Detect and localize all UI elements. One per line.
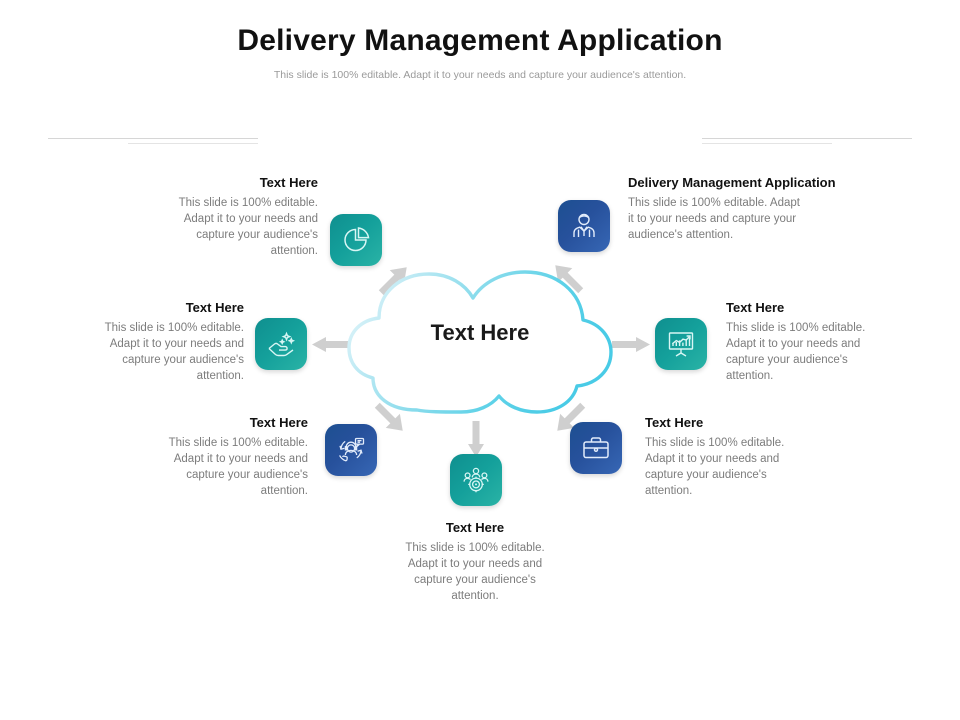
icon-tile-middle-right[interactable] bbox=[655, 318, 707, 370]
body-bottom-left: This slide is 100% editable. Adapt it to… bbox=[168, 437, 308, 497]
arrow-to-bottom-right bbox=[548, 396, 592, 440]
center-cloud-label: Text Here bbox=[430, 320, 530, 345]
body-top-right: This slide is 100% editable. Adapt it to… bbox=[628, 197, 800, 241]
page-subtitle: This slide is 100% editable. Adapt it to… bbox=[273, 69, 687, 81]
divider-right-short bbox=[702, 143, 832, 144]
growth-chart-board-icon bbox=[666, 329, 696, 359]
center-cloud: Text Here bbox=[345, 262, 615, 422]
body-bottom-right: This slide is 100% editable. Adapt it to… bbox=[645, 437, 785, 497]
team-target-icon bbox=[461, 465, 491, 495]
text-block-bottom-center: Text Here This slide is 100% editable. A… bbox=[400, 520, 550, 604]
heading-top-left: Text Here bbox=[259, 175, 318, 190]
subtitle-row: This slide is 100% editable. Adapt it to… bbox=[0, 66, 960, 144]
pie-chart-icon bbox=[341, 225, 371, 255]
heading-top-right: Delivery Management Application bbox=[628, 175, 836, 190]
heading-middle-right: Text Here bbox=[726, 300, 785, 315]
page-title: Delivery Management Application bbox=[237, 24, 723, 57]
text-block-middle-right: Text Here This slide is 100% editable. A… bbox=[726, 300, 871, 384]
icon-tile-bottom-right[interactable] bbox=[570, 422, 622, 474]
businessman-icon bbox=[570, 212, 598, 240]
customer-support-icon bbox=[336, 435, 366, 465]
arrow-to-top-right bbox=[546, 256, 590, 300]
divider-left-short bbox=[128, 143, 258, 144]
text-block-bottom-right: Text Here This slide is 100% editable. A… bbox=[645, 415, 790, 499]
divider-left-long bbox=[48, 138, 258, 139]
arrow-to-bottom-left bbox=[368, 396, 412, 440]
heading-bottom-left: Text Here bbox=[249, 415, 308, 430]
heading-bottom-right: Text Here bbox=[645, 415, 704, 430]
arrow-to-middle-left bbox=[311, 330, 351, 360]
icon-tile-bottom-center[interactable] bbox=[450, 454, 502, 506]
body-top-left: This slide is 100% editable. Adapt it to… bbox=[178, 197, 318, 257]
text-block-top-left: Text Here This slide is 100% editable. A… bbox=[178, 175, 318, 259]
hand-sparkle-icon bbox=[266, 329, 296, 359]
heading-bottom-center: Text Here bbox=[445, 520, 505, 535]
icon-tile-top-right[interactable] bbox=[558, 200, 610, 252]
icon-tile-top-left[interactable] bbox=[330, 214, 382, 266]
heading-middle-left: Text Here bbox=[185, 300, 244, 315]
icon-tile-bottom-left[interactable] bbox=[325, 424, 377, 476]
body-middle-left: This slide is 100% editable. Adapt it to… bbox=[104, 322, 244, 382]
text-block-middle-left: Text Here This slide is 100% editable. A… bbox=[104, 300, 244, 384]
arrow-to-middle-right bbox=[611, 330, 651, 360]
icon-tile-middle-left[interactable] bbox=[255, 318, 307, 370]
divider-right-long bbox=[702, 138, 912, 139]
briefcase-icon bbox=[581, 433, 611, 463]
text-block-bottom-left: Text Here This slide is 100% editable. A… bbox=[168, 415, 308, 499]
body-bottom-center: This slide is 100% editable. Adapt it to… bbox=[405, 542, 545, 602]
arrow-to-bottom-center bbox=[462, 420, 490, 458]
text-block-top-right: Delivery Management Application This sli… bbox=[628, 175, 836, 243]
body-middle-right: This slide is 100% editable. Adapt it to… bbox=[726, 322, 866, 382]
